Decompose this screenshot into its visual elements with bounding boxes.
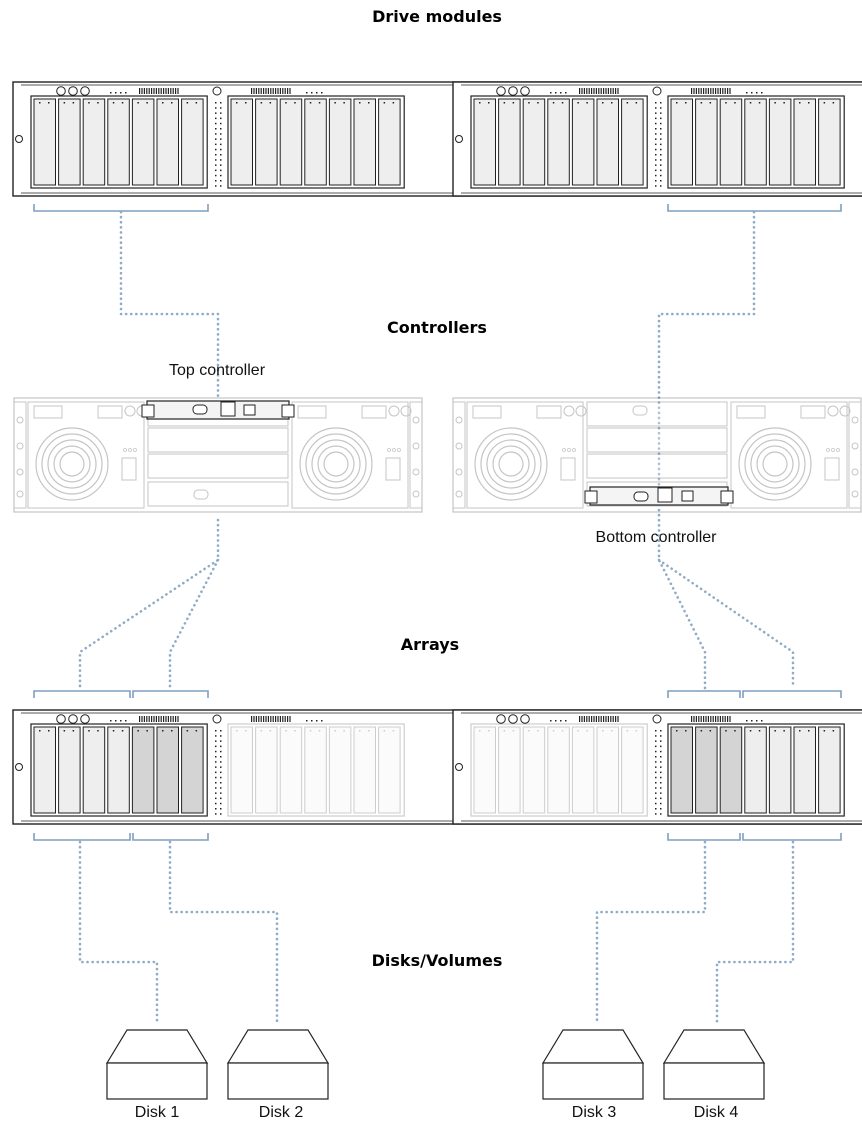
disk-icon — [541, 1029, 645, 1100]
top-controller-module — [141, 400, 295, 420]
disk-label: Disk 1 — [135, 1104, 180, 1121]
bracket-drive-right — [667, 204, 842, 212]
bracket-array-top-3 — [667, 690, 741, 698]
connector-array-1-to-disk-1 — [78, 840, 159, 1024]
bottom-controller-module — [584, 486, 734, 506]
heading-controllers: Controllers — [387, 318, 487, 337]
disk-icon — [662, 1029, 766, 1100]
connector-array-4-to-disk-4 — [715, 840, 795, 1024]
drive-module-right — [452, 81, 862, 197]
connector-drive-to-bottom-controller — [657, 210, 756, 490]
array-enclosure-right — [452, 709, 862, 825]
bracket-array-bottom-4 — [742, 833, 842, 841]
bracket-array-top-2 — [132, 690, 209, 698]
connector-bottom-controller-to-array-4 — [657, 558, 795, 690]
bracket-array-bottom-3 — [667, 833, 741, 841]
connector-array-3-to-disk-3 — [595, 840, 707, 1024]
bracket-drive-left — [33, 204, 209, 212]
bracket-array-top-1 — [33, 690, 131, 698]
bracket-array-top-4 — [742, 690, 842, 698]
bracket-array-bottom-1 — [33, 833, 131, 841]
disk-icon — [105, 1029, 209, 1100]
label-bottom-controller: Bottom controller — [596, 529, 718, 546]
disk-label: Disk 2 — [259, 1104, 304, 1121]
heading-drive-modules: Drive modules — [372, 7, 502, 26]
bracket-array-bottom-2 — [132, 833, 209, 841]
label-top-controller: Top controller — [169, 362, 266, 379]
heading-disks-volumes: Disks/Volumes — [372, 951, 503, 970]
connector-top-controller-to-array-1 — [78, 518, 220, 690]
disk-label: Disk 3 — [572, 1104, 617, 1121]
disk-label: Disk 4 — [694, 1104, 739, 1121]
connector-array-2-to-disk-2 — [168, 840, 279, 1024]
heading-arrays: Arrays — [401, 635, 459, 654]
connector-drive-to-top-controller — [119, 210, 220, 402]
connector-bottom-controller-to-array-3 — [657, 508, 707, 690]
disk-icon — [226, 1029, 330, 1100]
connector-top-controller-to-array-2 — [168, 558, 220, 690]
